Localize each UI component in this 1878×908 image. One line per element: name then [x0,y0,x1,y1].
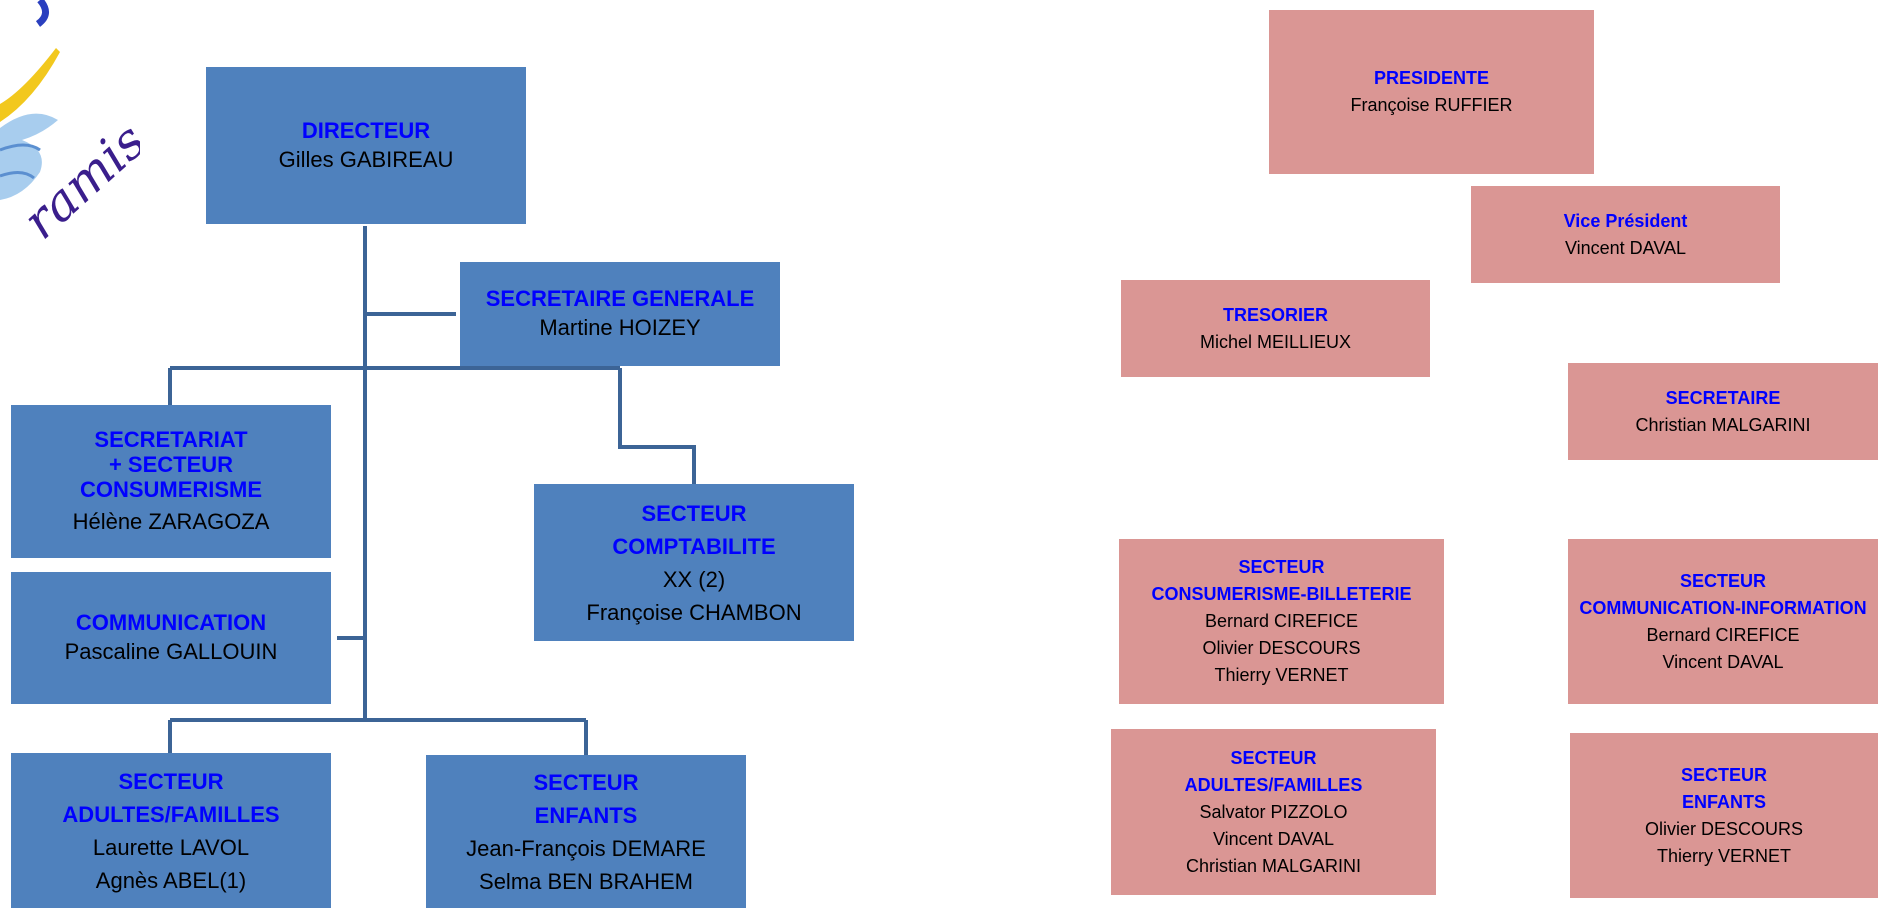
enfants-board-box: SECTEUR ENFANTS Olivier DESCOURS Thierry… [1570,733,1878,898]
secretaire-box: SECRETAIRE Christian MALGARINI [1568,363,1878,460]
consumerisme-billeterie-name-1: Bernard CIREFICE [1204,611,1359,631]
adultes-familles-staff-title-line-1: SECTEUR [118,768,224,794]
adultes-familles-board-title-line-1: SECTEUR [1230,747,1317,768]
adultes-familles-staff-title-line-2: ADULTES/FAMILLES [62,801,280,827]
secretaire-name: Christian MALGARINI [1635,414,1811,435]
enfants-staff-name-2: Selma BEN BRAHEM [479,868,693,894]
enfants-staff-title-line-1: SECTEUR [533,769,639,795]
presidente-name: Françoise RUFFIER [1350,95,1513,115]
consumerisme-billeterie-name-2: Olivier DESCOURS [1202,638,1361,658]
enfants-staff-title-line-2: ENFANTS [534,802,638,828]
comptabilite-title-line-1: SECTEUR [641,500,747,526]
secretariat-name: Hélène ZARAGOZA [72,509,270,535]
directeur-name: Gilles GABIREAU [278,146,454,172]
directeur-title: DIRECTEUR [301,117,431,143]
communication-information-title-line-2: COMMUNICATION-INFORMATION [1579,597,1867,618]
communication-information-title-line-1: SECTEUR [1679,570,1766,591]
vice-president-box: Vice Président Vincent DAVAL [1471,186,1780,283]
consumerisme-billeterie-title-line-2: CONSUMERISME-BILLETERIE [1151,584,1412,604]
consumerisme-billeterie-box: SECTEUR CONSUMERISME-BILLETERIE Bernard … [1119,539,1444,704]
comptabilite-title-line-2: COMPTABILITE [612,533,776,559]
communication-information-box: SECTEUR COMMUNICATION-INFORMATION Bernar… [1568,539,1878,704]
secretariat-title-line-2: + SECTEUR [108,451,234,477]
comptabilite-box: SECTEUR COMPTABILITE XX (2) Françoise CH… [534,484,854,641]
enfants-staff-box: SECTEUR ENFANTS Jean-François DEMARE Sel… [426,755,746,908]
secretariat-box: SECRETARIAT + SECTEUR CONSUMERISME Hélèn… [11,405,331,558]
adultes-familles-board-name-3: Christian MALGARINI [1185,855,1362,876]
adultes-familles-board-box: SECTEUR ADULTES/FAMILLES Salvator PIZZOL… [1111,729,1436,895]
adultes-familles-staff-name-2: Agnès ABEL(1) [95,867,247,893]
adultes-familles-staff-box: SECTEUR ADULTES/FAMILLES Laurette LAVOL … [11,753,331,908]
secretaire-generale-title: SECRETAIRE GENERALE [485,286,755,312]
enfants-board-title-line-2: ENFANTS [1681,791,1766,812]
tresorier-box: TRESORIER Michel MEILLIEUX [1121,280,1430,377]
comptabilite-name-1: XX (2) [662,566,726,592]
enfants-staff-name-1: Jean-François DEMARE [466,835,706,861]
communication-information-name-1: Bernard CIREFICE [1646,624,1800,645]
enfants-board-title-line-1: SECTEUR [1680,764,1767,785]
presidente-title: PRESIDENTE [1373,68,1490,88]
vice-president-title: Vice Président [1563,210,1688,231]
tresorier-title: TRESORIER [1222,304,1328,325]
secretariat-title-line-1: SECRETARIAT [94,427,248,453]
adultes-familles-staff-name-1: Laurette LAVOL [92,834,250,860]
adultes-familles-board-title-line-2: ADULTES/FAMILLES [1184,774,1363,795]
communication-box: COMMUNICATION Pascaline GALLOUIN [11,572,331,704]
secretaire-generale-name: Martine HOIZEY [539,315,701,340]
presidente-box: PRESIDENTE Françoise RUFFIER [1269,10,1594,174]
vice-president-name: Vincent DAVAL [1564,237,1687,258]
secretaire-generale-box: SECRETAIRE GENERALE Martine HOIZEY [460,262,780,366]
association-logo-icon: ramis [0,0,140,250]
adultes-familles-board-name-1: Salvator PIZZOLO [1199,801,1348,822]
consumerisme-billeterie-title-line-1: SECTEUR [1238,557,1325,577]
communication-title: COMMUNICATION [75,610,267,636]
adultes-familles-board-name-2: Vincent DAVAL [1212,828,1335,849]
enfants-board-name-2: Thierry VERNET [1656,845,1791,866]
comptabilite-name-2: Françoise CHAMBON [586,599,802,625]
consumerisme-billeterie-name-3: Thierry VERNET [1214,665,1349,685]
directeur-box: DIRECTEUR Gilles GABIREAU [206,67,526,224]
enfants-board-name-1: Olivier DESCOURS [1644,818,1804,839]
communication-information-name-2: Vincent DAVAL [1662,651,1784,672]
secretariat-title-line-3: CONSUMERISME [79,476,263,502]
communication-name: Pascaline GALLOUIN [64,639,278,664]
secretaire-title: SECRETAIRE [1665,387,1781,408]
tresorier-name: Michel MEILLIEUX [1199,331,1352,352]
